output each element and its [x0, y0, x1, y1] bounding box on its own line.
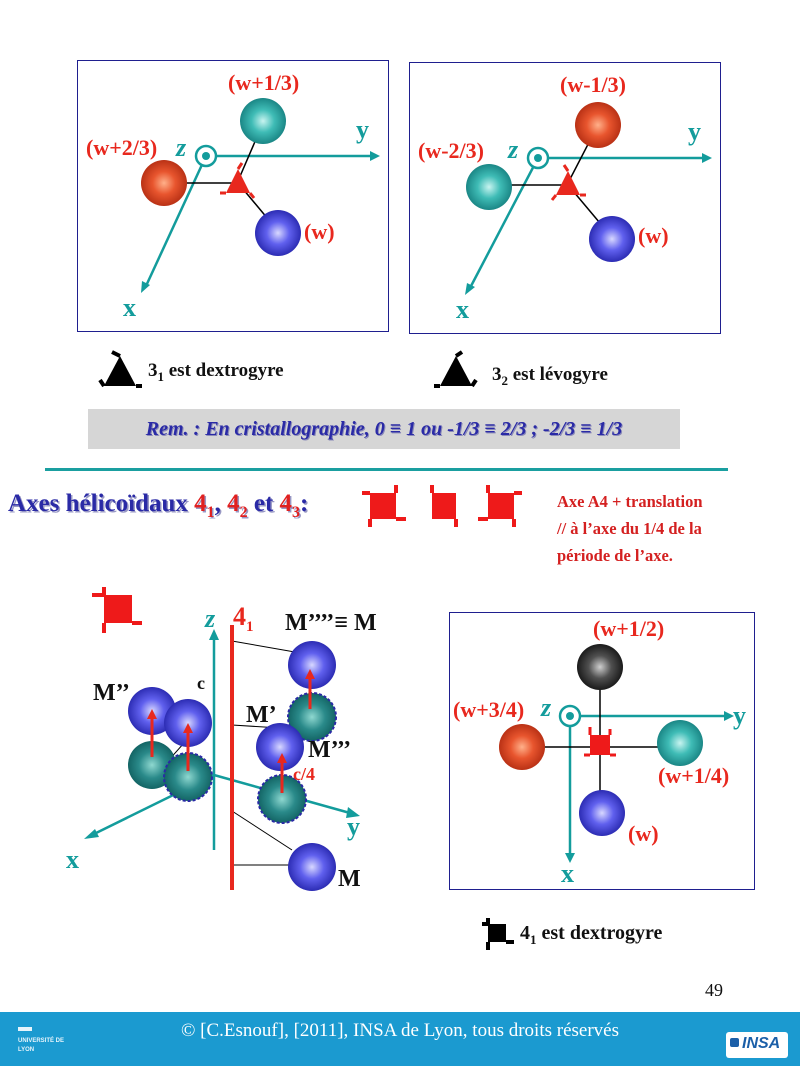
axis-z-label: z — [205, 604, 216, 633]
screw-symbols-4-group — [362, 485, 522, 527]
label-m3: M’’’ — [308, 737, 352, 763]
label-w: (w) — [304, 219, 335, 244]
axis-y-label: y — [733, 701, 746, 730]
label-w-plus-1-4: (w+1/4) — [658, 763, 730, 788]
axis-x-label: x — [561, 859, 574, 888]
atom-w-minus-2-3 — [466, 164, 512, 210]
remark-box: Rem. : En cristallographie, 0 ≡ 1 ou -1/… — [88, 409, 680, 449]
university-logo: UNIVERSITÉ DE LYON — [18, 1027, 80, 1053]
screw-axis-label: 41 — [233, 602, 254, 636]
label-w: (w) — [638, 223, 669, 248]
atom-m3 — [256, 723, 304, 771]
label-m4: M’’’’≡ M — [285, 610, 377, 636]
axis-y-label: y — [688, 117, 701, 146]
label-w-plus-1-3: (w+1/3) — [228, 70, 300, 95]
axis-z-label: z — [176, 133, 187, 162]
section-heading: Axes hélicoïdaux 41, 42 et 43: — [8, 490, 309, 521]
screw-4-1-icon — [362, 485, 406, 527]
atom-w — [589, 216, 635, 262]
screw-4-1-small-icon — [92, 587, 142, 633]
atom-w-plus-3-4 — [499, 724, 545, 770]
axis-x-label: x — [123, 293, 136, 322]
label-w: (w) — [628, 821, 659, 846]
diagram-3-1-panel: (w+1/3) (w+2/3) (w) z y x — [77, 60, 389, 332]
screw-3-1-symbol-icon — [98, 350, 142, 388]
screw-4-1-symbol-icon — [482, 918, 514, 950]
atom-m4 — [288, 641, 336, 689]
atom-w-plus-1-2 — [577, 644, 623, 690]
atom-m — [288, 843, 336, 891]
label-c-quarter: c/4 — [293, 764, 315, 784]
axis-y-label: y — [347, 812, 360, 841]
diagram-3-2-panel: (w-1/3) (w-2/3) (w) z y x — [409, 62, 721, 334]
diagram-3-1-drawing — [141, 98, 380, 293]
copyright-text: © [C.Esnouf], [2011], INSA de Lyon, tous… — [180, 1020, 619, 1041]
atom-w-minus-1-3 — [575, 102, 621, 148]
label-w-plus-1-2: (w+1/2) — [593, 616, 665, 641]
axis-z-label: z — [508, 135, 519, 164]
axis-z-label: z — [541, 693, 552, 722]
atom-w — [579, 790, 625, 836]
section-divider — [45, 468, 728, 471]
screw-4-2-icon — [430, 485, 458, 527]
footer-bar: UNIVERSITÉ DE LYON © [C.Esnouf], [2011],… — [0, 1012, 800, 1066]
helix-4-1-drawing — [84, 587, 360, 891]
label-w-plus-2-3: (w+2/3) — [86, 135, 158, 160]
atom-w-plus-1-4 — [657, 720, 703, 766]
diagram-4-1-panel: (w+1/2) (w+3/4) (w+1/4) (w) z y x — [449, 612, 755, 890]
label-w-plus-3-4: (w+3/4) — [453, 697, 525, 722]
screw-3-2-icon — [550, 164, 586, 201]
insa-logo: INSA — [726, 1032, 788, 1058]
label-w-minus-1-3: (w-1/3) — [560, 72, 626, 97]
label-m2: M’’ — [93, 680, 130, 706]
screw-3-1-icon — [220, 162, 256, 199]
definition-note: Axe A4 + translation // à l’axe du 1/4 d… — [557, 492, 703, 565]
caption-3-1: 31 est dextrogyre — [148, 360, 284, 384]
screw-4-3-icon — [478, 485, 522, 527]
axis-y-label: y — [356, 115, 369, 144]
diagram-3-2-drawing — [465, 102, 712, 295]
atom-w-plus-1-3 — [240, 98, 286, 144]
diagram-4-1-drawing — [499, 644, 734, 863]
caption-4-1: 41 est dextrogyre — [520, 922, 663, 947]
axis-x-label: x — [66, 845, 79, 874]
atom-w — [255, 210, 301, 256]
label-m: M — [338, 866, 361, 892]
page-number: 49 — [705, 980, 723, 1000]
label-w-minus-2-3: (w-2/3) — [418, 138, 484, 163]
atom-w-plus-2-3 — [141, 160, 187, 206]
caption-3-2: 32 est lévogyre — [492, 364, 608, 388]
screw-4-1-center-icon — [584, 727, 616, 757]
label-m1: M’ — [246, 702, 277, 728]
label-c: c — [197, 673, 205, 693]
atom-m1 — [287, 692, 337, 742]
axis-x-label: x — [456, 295, 469, 324]
screw-3-2-symbol-icon — [434, 350, 478, 388]
